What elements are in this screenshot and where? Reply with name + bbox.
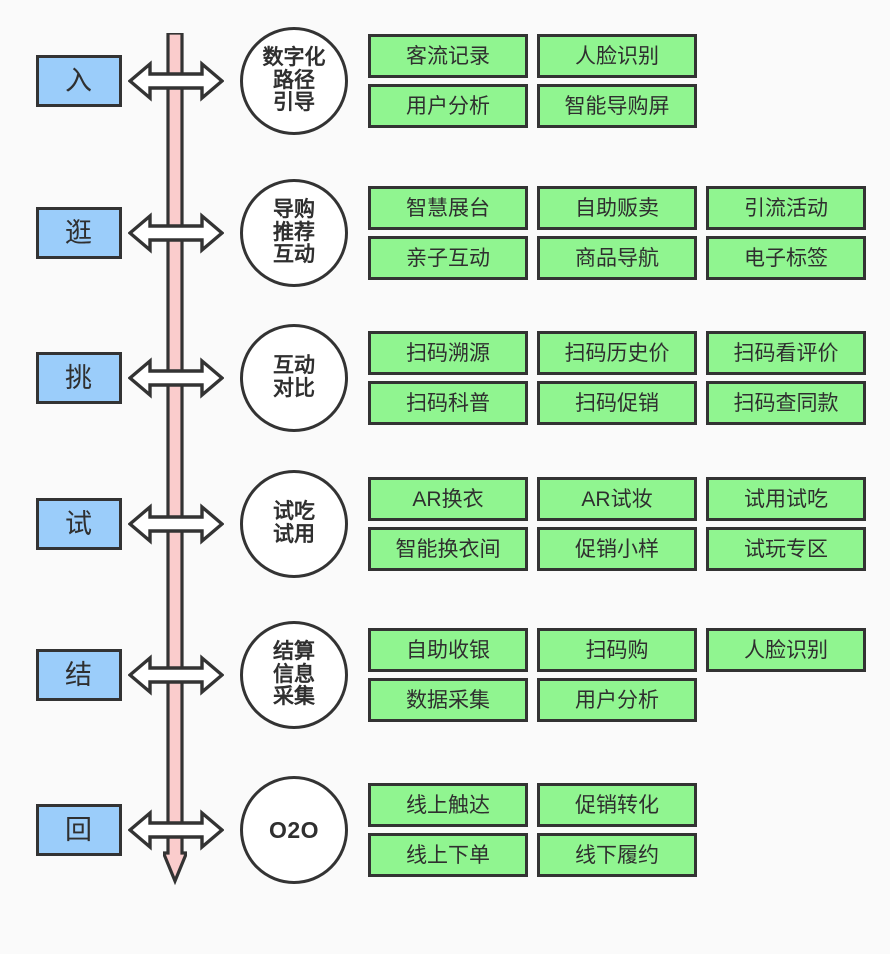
tag-item[interactable]: 用户分析 [537,678,697,722]
circle-node-line: 引导 [273,91,315,115]
circle-node-line: 采集 [273,685,315,709]
tag-item[interactable]: 引流活动 [706,186,866,230]
double-headed-arrow-icon [128,651,224,699]
tag-item[interactable]: 商品导航 [537,236,697,280]
circle-node-tiao[interactable]: 互动对比 [240,324,348,432]
tag-item[interactable]: 扫码购 [537,628,697,672]
tag-item[interactable]: 电子标签 [706,236,866,280]
tag-item[interactable]: 智慧展台 [368,186,528,230]
double-headed-arrow-icon [128,57,224,105]
tag-item[interactable]: AR换衣 [368,477,528,521]
circle-node-line: 路径 [273,68,315,92]
circle-node-hui[interactable]: O2O [240,776,348,884]
circle-node-line: 对比 [273,377,315,400]
tag-item[interactable]: 自助收银 [368,628,528,672]
circle-node-jie[interactable]: 结算信息采集 [240,621,348,729]
double-headed-arrow-icon [128,806,224,854]
double-headed-arrow-icon [128,209,224,257]
circle-node-line: 推荐 [273,220,315,244]
circle-node-line: 试用 [273,523,315,546]
circle-node-ru[interactable]: 数字化路径引导 [240,27,348,135]
circle-node-line: 导购 [273,197,315,221]
tag-item[interactable]: 扫码溯源 [368,331,528,375]
stage-row-jie: 结结算信息采集自助收银扫码购人脸识别数据采集用户分析 [0,610,890,740]
tag-item[interactable]: 客流记录 [368,34,528,78]
tag-item[interactable]: 数据采集 [368,678,528,722]
tag-item[interactable]: 线下履约 [537,833,697,877]
stage-box-ru[interactable]: 入 [36,55,122,107]
circle-node-guang[interactable]: 导购推荐互动 [240,179,348,287]
circle-node-line: 信息 [273,662,315,686]
tag-item[interactable]: 扫码查同款 [706,381,866,425]
tag-item[interactable]: 亲子互动 [368,236,528,280]
circle-node-line: O2O [268,816,320,843]
tag-item[interactable]: 扫码促销 [537,381,697,425]
circle-node-line: 试吃 [273,500,315,524]
double-headed-arrow-icon [128,354,224,402]
tag-item[interactable]: 促销小样 [537,527,697,571]
tag-item[interactable]: 用户分析 [368,84,528,128]
tag-item[interactable]: AR试妆 [537,477,697,521]
tag-item[interactable]: 扫码看评价 [706,331,866,375]
tag-item[interactable]: 促销转化 [537,783,697,827]
stage-box-jie[interactable]: 结 [36,649,122,701]
stage-row-guang: 逛导购推荐互动智慧展台自助贩卖引流活动亲子互动商品导航电子标签 [0,168,890,298]
tag-item[interactable]: 线上触达 [368,783,528,827]
tag-item[interactable]: 试玩专区 [706,527,866,571]
circle-node-line: 互动 [273,354,315,378]
tag-item[interactable]: 人脸识别 [537,34,697,78]
tag-item[interactable]: 线上下单 [368,833,528,877]
tag-grid-jie: 自助收银扫码购人脸识别数据采集用户分析 [368,628,866,722]
stage-row-ru: 入数字化路径引导客流记录人脸识别用户分析智能导购屏 [0,22,890,140]
tag-item[interactable]: 人脸识别 [706,628,866,672]
stage-box-guang[interactable]: 逛 [36,207,122,259]
stage-box-shi[interactable]: 试 [36,498,122,550]
double-headed-arrow-icon [128,500,224,548]
circle-node-line: 数字化 [262,45,326,69]
stage-box-hui[interactable]: 回 [36,804,122,856]
tag-grid-hui: 线上触达促销转化线上下单线下履约 [368,783,866,877]
stage-row-hui: 回 O2O 线上触达促销转化线上下单线下履约 [0,768,890,892]
tag-item[interactable]: 扫码历史价 [537,331,697,375]
tag-grid-ru: 客流记录人脸识别用户分析智能导购屏 [368,34,866,128]
tag-item[interactable]: 试用试吃 [706,477,866,521]
circle-node-shi[interactable]: 试吃试用 [240,470,348,578]
tag-item[interactable]: 智能导购屏 [537,84,697,128]
stage-box-tiao[interactable]: 挑 [36,352,122,404]
circle-node-line: 互动 [273,243,315,267]
tag-grid-tiao: 扫码溯源扫码历史价扫码看评价扫码科普扫码促销扫码查同款 [368,331,866,425]
tag-item[interactable]: 智能换衣间 [368,527,528,571]
circle-node-line: 结算 [273,639,315,663]
tag-item[interactable]: 自助贩卖 [537,186,697,230]
tag-item[interactable]: 扫码科普 [368,381,528,425]
tag-grid-guang: 智慧展台自助贩卖引流活动亲子互动商品导航电子标签 [368,186,866,280]
stage-row-tiao: 挑互动对比扫码溯源扫码历史价扫码看评价扫码科普扫码促销扫码查同款 [0,316,890,440]
